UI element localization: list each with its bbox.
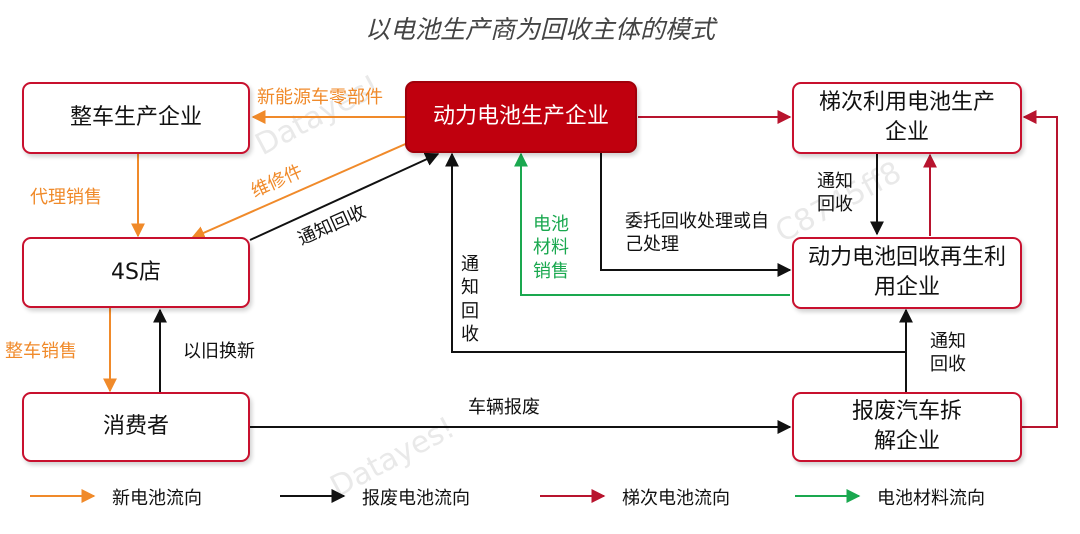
label-parts: 新能源车零部件 <box>257 87 383 108</box>
label-agent-sales: 代理销售 <box>30 187 102 208</box>
legend-cascade-battery: 梯次电池流向 <box>622 488 730 509</box>
arrow-dismantler-cascade <box>1022 110 1058 428</box>
diagram-title: 以电池生产商为回收主体的模式 <box>364 15 715 44</box>
arrow-notify-from-4s <box>249 152 440 241</box>
legend-scrap-battery: 报废电池流向 <box>362 488 470 509</box>
node-4s-dealer: 4S店 <box>22 237 250 308</box>
label-material-sales: 电池材料销售 <box>533 214 569 282</box>
node-recycler: 动力电池回收再生利用企业 <box>792 237 1022 309</box>
label-scrap: 车辆报废 <box>468 397 540 418</box>
label-notify-cascade: 通知回收 <box>817 171 853 216</box>
label-notify-vertical: 通知回收 <box>461 254 479 346</box>
arrow-repair <box>190 141 411 240</box>
label-entrust: 委托回收处理或自己处理 <box>625 211 769 256</box>
legend-new-battery: 新电池流向 <box>112 488 202 509</box>
label-vehicle-sales: 整车销售 <box>5 341 77 362</box>
node-dismantler: 报废汽车拆解企业 <box>792 392 1022 462</box>
label-trade-in: 以旧换新 <box>183 341 255 362</box>
arrow-notify-vertical <box>445 152 907 392</box>
node-battery-maker: 动力电池生产企业 <box>405 81 637 153</box>
arrow-entrust <box>600 152 792 277</box>
arrow-material-sales <box>514 152 790 296</box>
legend-material: 电池材料流向 <box>877 488 985 509</box>
node-vehicle-maker: 整车生产企业 <box>22 82 250 154</box>
node-cascade-maker: 梯次利用电池生产企业 <box>792 82 1022 154</box>
label-notify-dismantler: 通知回收 <box>930 331 966 376</box>
node-consumer: 消费者 <box>22 392 250 462</box>
